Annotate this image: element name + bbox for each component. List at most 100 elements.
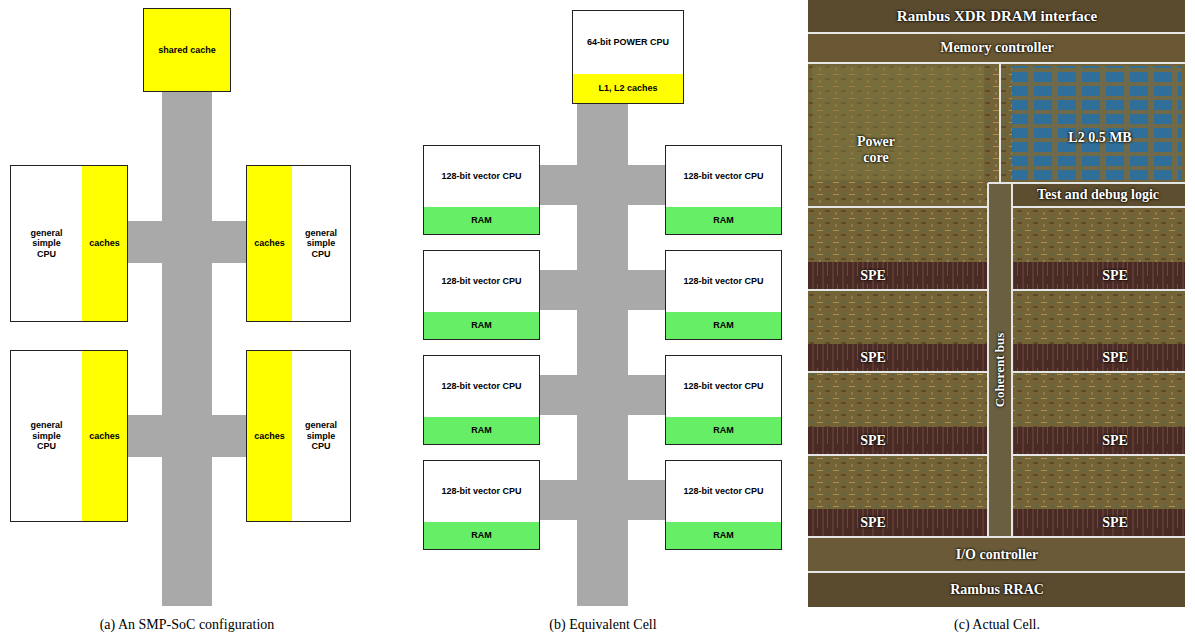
node-label: 64-bit POWER CPU [587,37,669,47]
vector-cpu-box: 128-bit vector CPU RAM [665,145,782,235]
bus-trunk [162,92,212,457]
text-area: general simple CPU [11,166,82,321]
die-divider [808,33,1185,572]
text-area: RAM [666,522,781,549]
die-region-label: Rambus RRAC [950,582,1044,598]
die-band [808,33,1185,63]
die-region-label: Memory controller [940,40,1054,56]
cache-strip: caches [247,166,292,321]
node-label: 128-bit vector CPU [441,486,521,496]
local-store [1012,427,1185,455]
cpu-box: general simple CPUcaches [246,350,351,522]
node-label: caches [254,238,285,248]
local-store [808,262,988,290]
text-area: RAM [666,207,781,234]
text-area: 128-bit vector CPU [666,251,781,312]
die-region-label: Test and debug logic [1037,187,1159,203]
node-label: RAM [471,425,492,435]
node-label: 128-bit vector CPU [683,276,763,286]
spe-label: SPE [1102,268,1128,284]
die-region-label: Power core [848,134,904,166]
text-area: 128-bit vector CPU [424,146,539,207]
die-background [808,0,1185,607]
cpu-box: general simple CPU caches [10,165,128,322]
text-area: RAM [424,417,539,444]
die-region-label: Rambus XDR DRAM interface [897,8,1097,25]
cpu-box: general simple CPUcaches [246,165,351,322]
ram-strip: RAM [666,522,781,549]
bus-connector [128,92,187,457]
local-store [1012,509,1185,537]
node-label: 128-bit vector CPU [441,276,521,286]
text-area: RAM [424,312,539,339]
node-label: general simple CPU [25,228,69,259]
die-region-label: L2 0.5 MB [1068,130,1131,146]
vector-cpu-box: 128-bit vector CPU RAM [423,460,540,550]
text-area: RAM [424,522,539,549]
text-area: caches [247,166,292,321]
die-band [808,573,1185,607]
node-label: shared cache [158,45,216,55]
ram-strip: RAM [424,207,539,234]
text-area: 128-bit vector CPU [666,461,781,522]
text-area: 128-bit vector CPU [424,461,539,522]
local-store [808,344,988,372]
node-label: general simple CPU [25,420,69,451]
node-label: 128-bit vector CPU [441,381,521,391]
spe-label: SPE [1102,433,1128,449]
text-area: L1, L2 caches [573,74,683,103]
text-area: RAM [666,312,781,339]
cache-box: shared cache [143,8,231,92]
bus-trunk [577,104,628,520]
ram-strip: RAM [424,312,539,339]
cache-strip: caches [82,166,127,321]
node-label: RAM [713,530,734,540]
spe-label: SPE [860,268,886,284]
power-cpu-box: 64-bit POWER CPU L1, L2 caches [572,10,684,104]
local-store [808,509,988,537]
cache-strip: caches [247,351,292,521]
node-label: 128-bit vector CPU [683,171,763,181]
vector-cpu-box: 128-bit vector CPU RAM [665,355,782,445]
bus-trunk [577,505,628,606]
sub-caption: (a) An SMP-SoC configuration [100,617,275,633]
cache-strip: L1, L2 caches [573,74,683,103]
text-area: 128-bit vector CPU [424,356,539,417]
vector-cpu-box: 128-bit vector CPU RAM [423,250,540,340]
ram-strip: RAM [666,207,781,234]
spe-label: SPE [860,515,886,531]
text-area: general simple CPU [11,351,82,521]
cpu-box: general simple CPU caches [10,350,128,522]
text-area: RAM [666,417,781,444]
node-label: caches [89,238,120,248]
node-label: 128-bit vector CPU [683,486,763,496]
vector-cpu-box: 128-bit vector CPU RAM [665,460,782,550]
ram-strip: RAM [424,417,539,444]
node-label: RAM [471,215,492,225]
spe-label: SPE [860,433,886,449]
bus-connector [187,92,246,457]
die-band [1012,184,1185,207]
text-area: RAM [424,207,539,234]
ram-strip: RAM [666,417,781,444]
text-area: 128-bit vector CPU [424,251,539,312]
local-store [808,427,988,455]
node-label: general simple CPU [299,420,343,451]
text-area: caches [82,166,127,321]
text-area: shared cache [144,9,230,91]
node-label: RAM [471,320,492,330]
power-core-area [812,66,984,180]
ram-strip: RAM [424,522,539,549]
die-band [808,538,1185,572]
cache-strip: caches [82,351,127,521]
bus-trunk [162,440,212,606]
node-label: 128-bit vector CPU [683,381,763,391]
die-band [808,0,1185,33]
spe-label: SPE [1102,350,1128,366]
node-label: RAM [713,425,734,435]
sub-caption: (c) Actual Cell. [954,617,1040,633]
ram-strip: RAM [666,312,781,339]
bus-trunk [162,92,212,457]
